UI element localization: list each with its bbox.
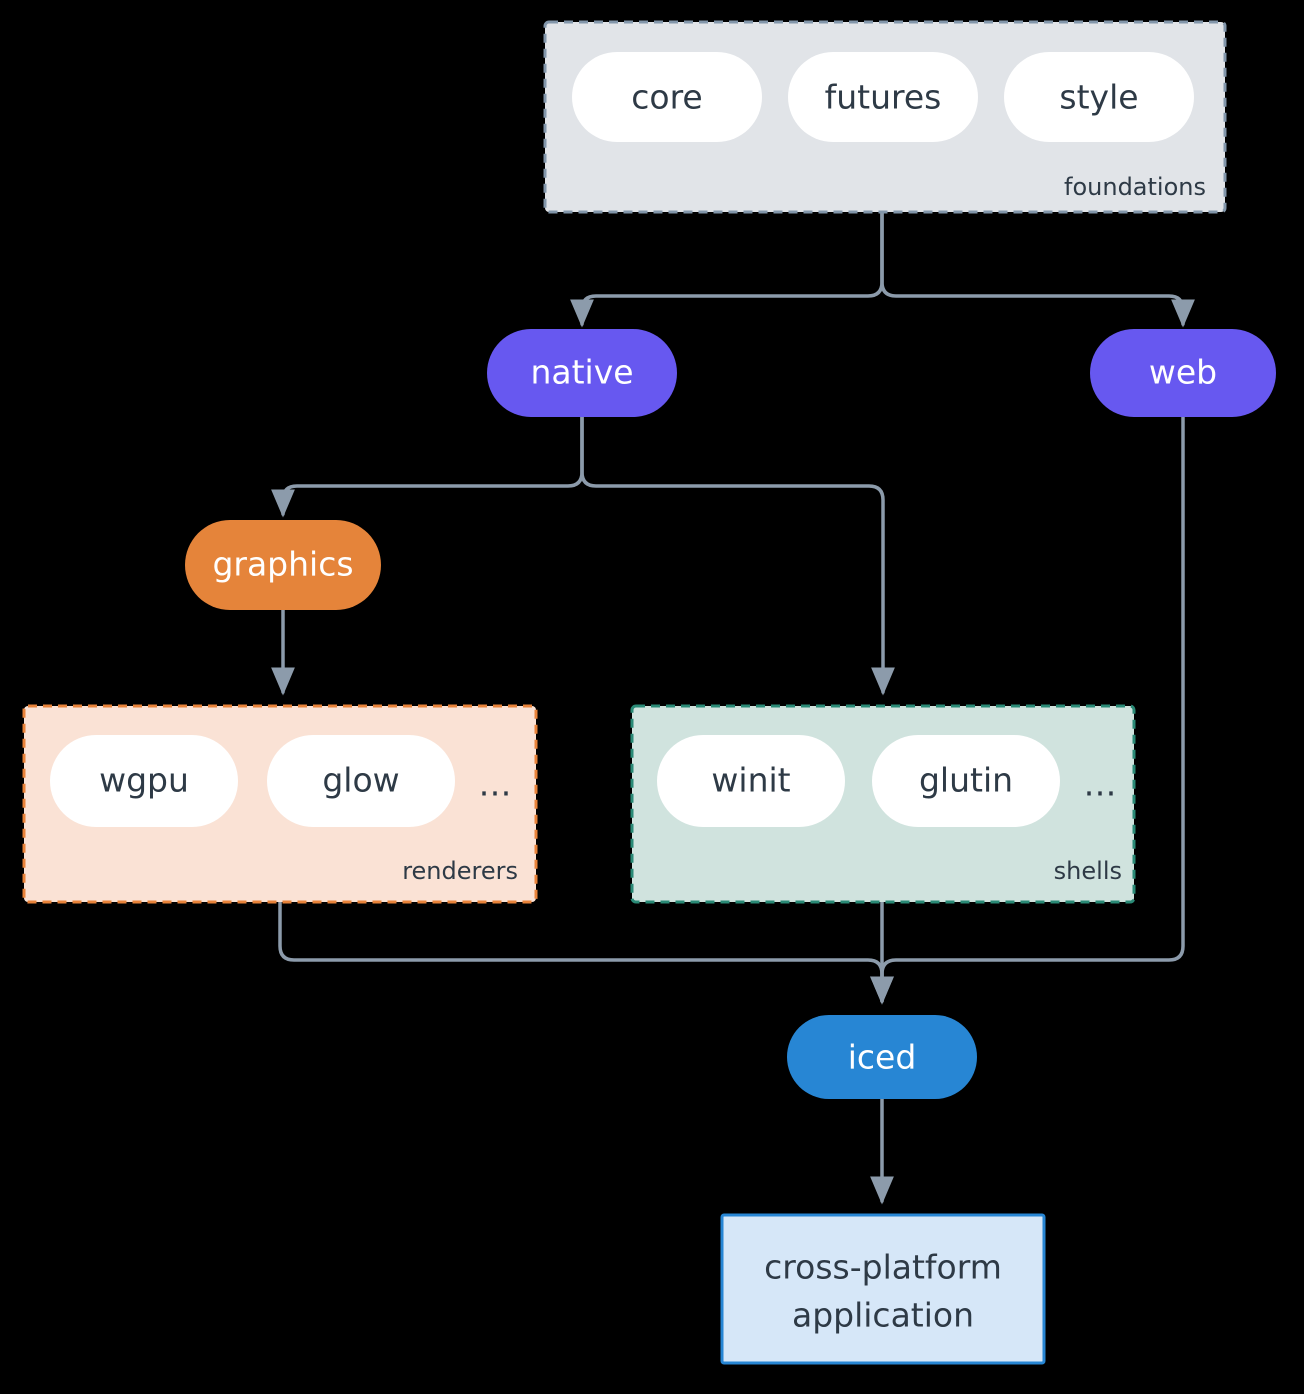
edge-web-to-iced <box>870 415 1185 1005</box>
iced-label: iced <box>848 1038 917 1077</box>
native-shape[interactable] <box>487 329 677 417</box>
node-graphics[interactable]: graphics <box>185 520 381 610</box>
cluster-foundations-label: foundations <box>1064 173 1206 201</box>
futures-label: futures <box>825 78 942 117</box>
node-web[interactable]: web <box>1090 329 1276 417</box>
glutin-pill[interactable] <box>872 735 1060 827</box>
web-label: web <box>1149 353 1217 392</box>
foundations-item-core[interactable]: core <box>572 52 762 142</box>
winit-label: winit <box>711 761 790 800</box>
graphics-label: graphics <box>212 545 353 584</box>
glow-pill[interactable] <box>267 735 455 827</box>
edge-renderers-to-iced <box>278 900 894 1005</box>
edge-native-to-graphics <box>271 415 584 518</box>
node-application[interactable]: cross-platform application <box>720 1213 1046 1365</box>
cluster-foundations: core futures style foundations <box>543 20 1227 214</box>
application-label-line1: cross-platform <box>764 1248 1002 1287</box>
renderers-item-glow[interactable]: glow <box>267 735 455 827</box>
glutin-label: glutin <box>919 761 1013 800</box>
cluster-shells-label: shells <box>1054 857 1122 885</box>
edge-layer <box>271 210 1195 1205</box>
style-pill[interactable] <box>1004 52 1194 142</box>
wgpu-pill[interactable] <box>50 735 238 827</box>
glow-label: glow <box>322 761 399 800</box>
renderers-more-label: … <box>479 765 512 804</box>
edge-foundations-to-native <box>570 210 884 328</box>
cluster-shells: winit glutin … shells <box>630 704 1136 904</box>
node-iced[interactable]: iced <box>787 1015 977 1099</box>
shells-more-label: … <box>1084 765 1117 804</box>
web-shape[interactable] <box>1090 329 1276 417</box>
node-native[interactable]: native <box>487 329 677 417</box>
renderers-item-wgpu[interactable]: wgpu <box>50 735 238 827</box>
iced-shape[interactable] <box>787 1015 977 1099</box>
application-label-line2: application <box>792 1296 974 1335</box>
shells-item-glutin[interactable]: glutin <box>872 735 1060 827</box>
foundations-item-futures[interactable]: futures <box>788 52 978 142</box>
futures-pill[interactable] <box>788 52 978 142</box>
winit-pill[interactable] <box>657 735 845 827</box>
foundations-item-style[interactable]: style <box>1004 52 1194 142</box>
graphics-shape[interactable] <box>185 520 381 610</box>
edge-native-to-shells <box>580 415 895 696</box>
wgpu-label: wgpu <box>99 761 189 800</box>
style-label: style <box>1059 78 1138 117</box>
shells-item-winit[interactable]: winit <box>657 735 845 827</box>
edge-foundations-to-web <box>880 210 1195 328</box>
core-label: core <box>631 78 702 117</box>
cluster-renderers-label: renderers <box>402 857 518 885</box>
core-pill[interactable] <box>572 52 762 142</box>
application-shape[interactable] <box>720 1213 1046 1365</box>
native-label: native <box>530 353 633 392</box>
cluster-renderers: wgpu glow … renderers <box>22 704 538 904</box>
